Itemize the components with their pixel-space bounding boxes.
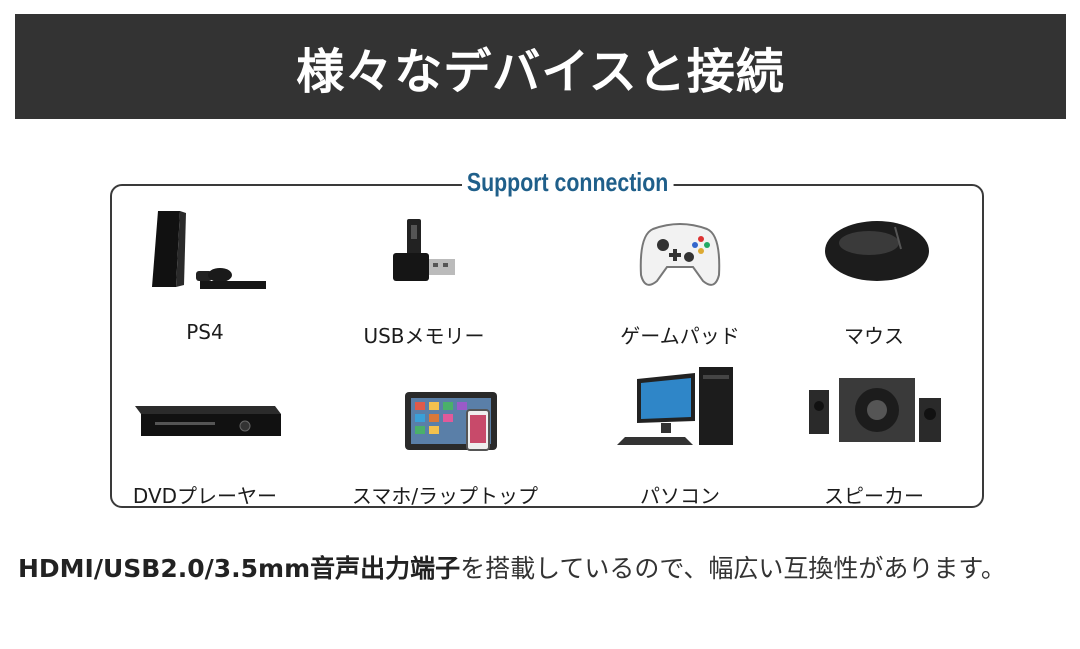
device-ps4: PS4 (105, 205, 305, 345)
dvd-player-icon (135, 406, 281, 436)
panel-legend: Support connection (462, 166, 674, 198)
speaker-icon (809, 378, 941, 442)
device-phone-laptop: スマホ/ラップトップ (345, 370, 545, 508)
device-desktop-pc: パソコン (580, 365, 780, 508)
ps4-console-icon (152, 211, 266, 289)
device-label: USBメモリー (363, 324, 485, 348)
device-label: スマホ/ラップトップ (351, 484, 539, 508)
device-speaker: スピーカー (774, 370, 974, 508)
device-usb-memory: USBメモリー (324, 205, 524, 348)
usb-flash-drive-icon (393, 219, 455, 281)
mouse-icon (825, 221, 929, 281)
device-label: PS4 (186, 320, 224, 344)
gamepad-icon (639, 223, 721, 286)
description-bold: HDMI/USB2.0/3.5mm音声出力端子 (18, 554, 461, 583)
description-rest: を搭載しているので、幅広い互換性があります。 (460, 554, 1006, 583)
phone-laptop-icon (405, 392, 497, 451)
device-label: DVDプレーヤー (132, 484, 278, 508)
device-gamepad: ゲームパッド (580, 205, 780, 348)
desktop-pc-icon (617, 367, 733, 445)
device-mouse: マウス (774, 205, 974, 348)
device-label: ゲームパッド (620, 324, 740, 348)
page-title: 様々なデバイスと接続 (296, 43, 785, 100)
header-banner: 様々なデバイスと接続 (15, 14, 1066, 119)
device-label: スピーカー (824, 484, 924, 508)
device-dvd-player: DVDプレーヤー (105, 370, 305, 508)
device-label: マウス (844, 324, 904, 348)
description-text: HDMI/USB2.0/3.5mm音声出力端子を搭載しているので、幅広い互換性が… (18, 545, 1058, 593)
device-label: パソコン (640, 484, 720, 508)
